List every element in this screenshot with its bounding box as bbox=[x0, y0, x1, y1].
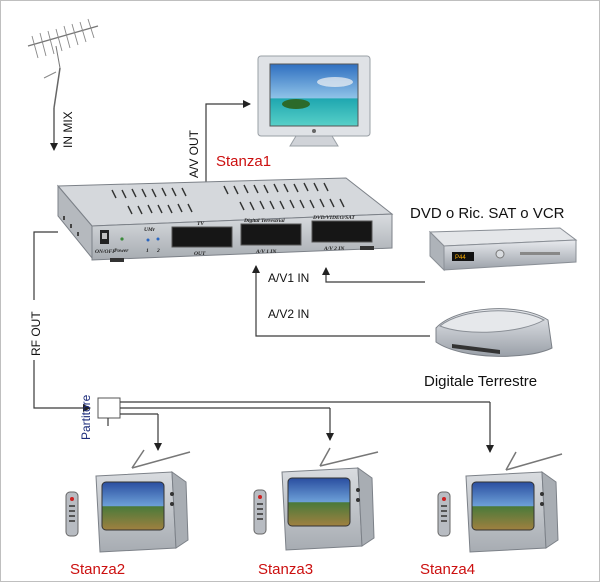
modulator-device: ON/OFF Power UMr 1 2 TV OUT Digital Terr… bbox=[56, 177, 394, 262]
room-label-stanza1: Stanza1 bbox=[216, 153, 271, 170]
in-mix-label: IN MIX bbox=[61, 111, 75, 148]
digital-source-label: Digitale Terrestre bbox=[424, 373, 537, 390]
remote-control-icon bbox=[253, 489, 267, 535]
rf-out-label: RF OUT bbox=[29, 311, 43, 356]
dvd-source-label: DVD o Ric. SAT o VCR bbox=[410, 205, 565, 222]
remote-control-icon bbox=[437, 491, 451, 537]
rf-out-label-bg bbox=[22, 300, 46, 360]
panel-av1-in: A/V 1 IN bbox=[255, 249, 277, 255]
room-label-stanza3: Stanza3 bbox=[258, 561, 313, 578]
tv-stanza2 bbox=[95, 449, 191, 553]
panel-av2-in: A/V 2 IN bbox=[323, 246, 345, 252]
monitor-stanza1 bbox=[257, 55, 371, 147]
room-label-stanza4: Stanza4 bbox=[420, 561, 475, 578]
partitore-label: Partitore bbox=[79, 394, 93, 440]
av1-cable bbox=[322, 267, 425, 283]
panel-ch1: 1 bbox=[146, 248, 149, 254]
panel-tv: TV bbox=[197, 221, 205, 227]
panel-out: OUT bbox=[194, 251, 206, 257]
antenna-icon bbox=[27, 18, 99, 109]
panel-umr: UMr bbox=[144, 227, 156, 233]
panel-digital-terrestrial: Digital Terrestrial bbox=[243, 218, 285, 224]
dvd-player-icon: P44 bbox=[428, 227, 578, 272]
panel-dvd-video-sat: DVD/VIDEO/SAT bbox=[312, 215, 356, 221]
remote-control-icon bbox=[65, 491, 79, 537]
panel-on-off: ON/OFF bbox=[95, 249, 116, 255]
digital-receiver-icon bbox=[435, 308, 553, 357]
panel-ch2: 2 bbox=[156, 248, 160, 254]
tv-stanza4 bbox=[465, 451, 563, 553]
svg-text:P44: P44 bbox=[455, 255, 466, 261]
av-out-label: A/V OUT bbox=[187, 129, 201, 178]
panel-power: Power bbox=[114, 248, 129, 254]
av2-cable bbox=[252, 265, 430, 337]
tv-stanza3 bbox=[281, 447, 379, 551]
av2-in-label: A/V2 IN bbox=[268, 307, 309, 321]
av-out-cable bbox=[205, 100, 251, 220]
splitter-box bbox=[97, 397, 121, 419]
room-label-stanza2: Stanza2 bbox=[70, 561, 125, 578]
av1-in-label: A/V1 IN bbox=[268, 271, 309, 285]
